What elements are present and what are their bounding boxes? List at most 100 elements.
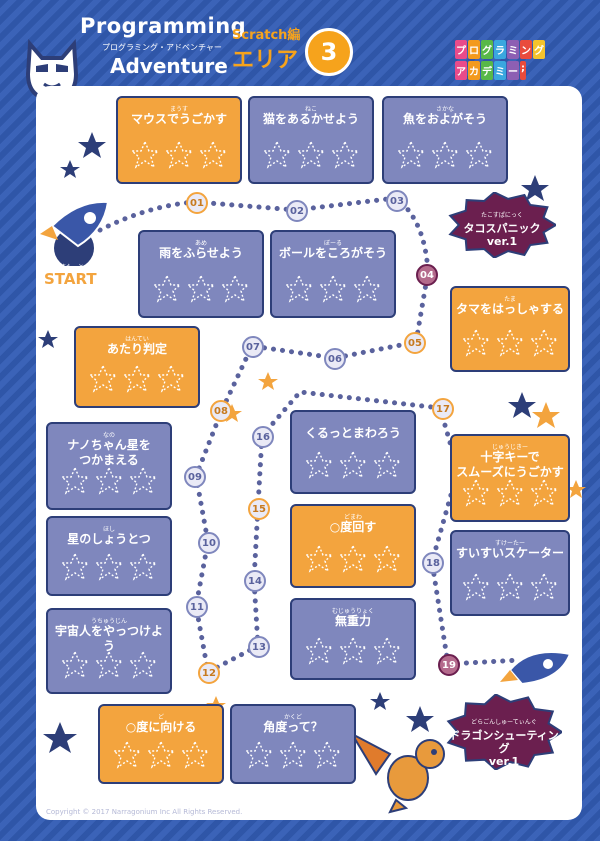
star-icon[interactable] <box>220 274 250 308</box>
path-node-08[interactable]: 08 <box>210 400 232 422</box>
star-icon[interactable] <box>186 274 216 308</box>
star-icon[interactable] <box>495 572 525 606</box>
star-icon[interactable] <box>94 650 124 684</box>
star-icon[interactable] <box>60 650 90 684</box>
star-icon[interactable] <box>338 544 368 578</box>
path-node-04[interactable]: 04 <box>416 264 438 286</box>
star-icon[interactable] <box>128 466 158 500</box>
star-icon[interactable] <box>262 140 292 174</box>
star-icon[interactable] <box>180 740 210 774</box>
star-rating[interactable] <box>48 552 170 586</box>
star-icon[interactable] <box>88 364 118 398</box>
star-rating[interactable] <box>452 478 568 512</box>
path-node-13[interactable]: 13 <box>248 636 270 658</box>
star-icon[interactable] <box>338 636 368 670</box>
star-icon[interactable] <box>372 544 402 578</box>
star-icon[interactable] <box>164 140 194 174</box>
path-node-11[interactable]: 11 <box>186 596 208 618</box>
star-icon[interactable] <box>156 364 186 398</box>
path-node-15[interactable]: 15 <box>248 498 270 520</box>
star-icon[interactable] <box>304 544 334 578</box>
star-icon[interactable] <box>244 740 274 774</box>
star-icon[interactable] <box>464 140 494 174</box>
lesson-card-12[interactable]: ど○度に向ける <box>98 704 224 784</box>
star-icon[interactable] <box>529 478 559 512</box>
path-node-14[interactable]: 14 <box>244 570 266 592</box>
star-icon[interactable] <box>128 552 158 586</box>
star-icon[interactable] <box>112 740 142 774</box>
star-icon[interactable] <box>152 274 182 308</box>
lesson-card-18[interactable]: すけーたーすいすいスケーター <box>450 530 570 616</box>
lesson-card-13[interactable]: かくど角度って？ <box>230 704 356 784</box>
star-icon[interactable] <box>296 140 326 174</box>
path-node-10[interactable]: 10 <box>198 532 220 554</box>
star-icon[interactable] <box>330 140 360 174</box>
lesson-card-08[interactable]: はんていあたり判定 <box>74 326 200 408</box>
path-node-05[interactable]: 05 <box>404 332 426 354</box>
lesson-card-11[interactable]: うちゅうじん宇宙人をやっつけよう <box>46 608 172 694</box>
star-rating[interactable] <box>140 274 262 308</box>
path-node-16[interactable]: 16 <box>252 426 274 448</box>
star-icon[interactable] <box>60 466 90 500</box>
lesson-card-01[interactable]: まうすマウスでうごかす <box>116 96 242 184</box>
star-icon[interactable] <box>495 328 525 362</box>
star-icon[interactable] <box>372 636 402 670</box>
star-rating[interactable] <box>292 544 414 578</box>
boss-title-04[interactable]: たこすぱにっくタコスパニック ver.1 <box>448 209 556 248</box>
star-icon[interactable] <box>122 364 152 398</box>
lesson-card-06[interactable]: ぼーるボールをころがそう <box>270 230 396 318</box>
star-rating[interactable] <box>48 466 170 500</box>
star-rating[interactable] <box>76 364 198 398</box>
star-icon[interactable] <box>94 552 124 586</box>
star-rating[interactable] <box>100 740 222 774</box>
star-rating[interactable] <box>272 274 394 308</box>
star-rating[interactable] <box>118 140 240 174</box>
path-node-06[interactable]: 06 <box>324 348 346 370</box>
star-icon[interactable] <box>304 636 334 670</box>
star-icon[interactable] <box>284 274 314 308</box>
star-icon[interactable] <box>94 466 124 500</box>
star-icon[interactable] <box>529 328 559 362</box>
star-icon[interactable] <box>128 650 158 684</box>
path-node-12[interactable]: 12 <box>198 662 220 684</box>
star-icon[interactable] <box>352 274 382 308</box>
path-node-01[interactable]: 01 <box>186 192 208 214</box>
path-node-19[interactable]: 19 <box>438 654 460 676</box>
boss-title-19[interactable]: どらごんしゅーてぃんぐドラゴンシューティング ver.1 <box>446 716 562 768</box>
lesson-card-10[interactable]: ほし星のしょうとつ <box>46 516 172 596</box>
lesson-card-14[interactable]: むじゅうりょく無重力 <box>290 598 416 680</box>
star-icon[interactable] <box>338 450 368 484</box>
star-icon[interactable] <box>495 478 525 512</box>
star-icon[interactable] <box>430 140 460 174</box>
lesson-card-17[interactable]: じゅうじきー十字キーで スムーズにうごかす <box>450 434 570 522</box>
star-icon[interactable] <box>312 740 342 774</box>
star-icon[interactable] <box>130 140 160 174</box>
star-icon[interactable] <box>146 740 176 774</box>
star-icon[interactable] <box>396 140 426 174</box>
star-icon[interactable] <box>461 478 491 512</box>
lesson-card-07[interactable]: あめ雨をふらせよう <box>138 230 264 318</box>
star-rating[interactable] <box>452 328 568 362</box>
lesson-card-09[interactable]: なのナノちゃん星を つかまえる <box>46 422 172 510</box>
star-rating[interactable] <box>452 572 568 606</box>
star-icon[interactable] <box>304 450 334 484</box>
path-node-17[interactable]: 17 <box>432 398 454 420</box>
path-node-18[interactable]: 18 <box>422 552 444 574</box>
lesson-card-15[interactable]: どまわ○度回す <box>290 504 416 588</box>
star-icon[interactable] <box>461 572 491 606</box>
star-rating[interactable] <box>384 140 506 174</box>
path-node-07[interactable]: 07 <box>242 336 264 358</box>
star-icon[interactable] <box>461 328 491 362</box>
lesson-card-03[interactable]: さかな魚をおよがそう <box>382 96 508 184</box>
star-icon[interactable] <box>198 140 228 174</box>
star-icon[interactable] <box>278 740 308 774</box>
path-node-09[interactable]: 09 <box>184 466 206 488</box>
path-node-03[interactable]: 03 <box>386 190 408 212</box>
star-rating[interactable] <box>48 650 170 684</box>
star-icon[interactable] <box>529 572 559 606</box>
lesson-card-02[interactable]: ねこ猫をあるかせよう <box>248 96 374 184</box>
star-rating[interactable] <box>250 140 372 174</box>
star-rating[interactable] <box>232 740 354 774</box>
star-icon[interactable] <box>60 552 90 586</box>
star-rating[interactable] <box>292 450 414 484</box>
